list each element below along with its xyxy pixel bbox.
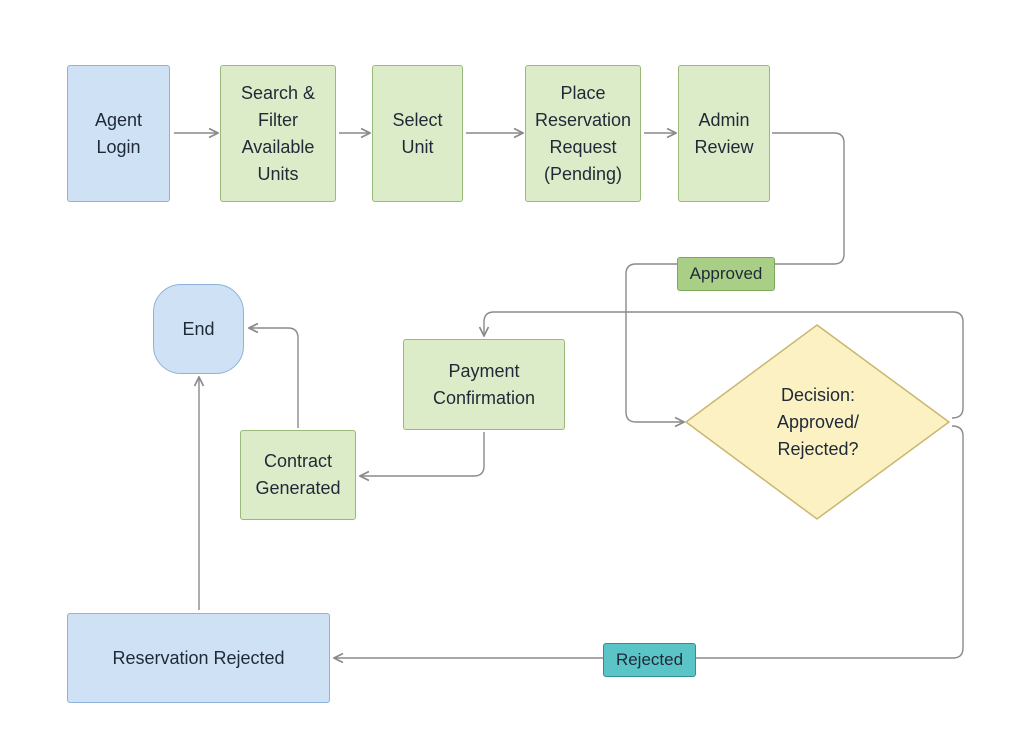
payment-confirmation-node: Payment Confirmation xyxy=(403,339,565,430)
decision-label: Decision: Approved/ Rejected? xyxy=(730,370,906,474)
edge-contract-to-end xyxy=(249,328,299,428)
place-reservation-label: Place Reservation Request (Pending) xyxy=(534,82,632,184)
rejected-edge-label: Rejected xyxy=(603,643,696,677)
reservation-rejected-label: Reservation Rejected xyxy=(112,647,285,668)
decision-diamond xyxy=(684,324,951,520)
admin-review-node: Admin Review xyxy=(678,65,770,202)
payment-confirmation-label: Payment Confirmation xyxy=(432,360,536,408)
end-label: End xyxy=(182,318,215,339)
decision-label-text: Decision: Approved/ Rejected? xyxy=(776,384,860,459)
search-filter-label: Search & Filter Available Units xyxy=(240,82,316,184)
select-unit-label: Select Unit xyxy=(392,109,443,157)
search-filter-node: Search & Filter Available Units xyxy=(220,65,336,202)
contract-generated-node: Contract Generated xyxy=(240,430,356,520)
end-node: End xyxy=(153,284,244,374)
approved-edge-label-text: Approved xyxy=(689,264,763,283)
reservation-rejected-node: Reservation Rejected xyxy=(67,613,330,703)
admin-review-label: Admin Review xyxy=(694,109,754,157)
place-reservation-node: Place Reservation Request (Pending) xyxy=(525,65,641,202)
agent-login-label: Agent Login xyxy=(94,109,143,157)
edge-decision-to-rejected xyxy=(334,425,964,658)
approved-edge-label: Approved xyxy=(677,257,775,291)
edge-decision-to-payment xyxy=(484,311,964,419)
rejected-edge-label-text: Rejected xyxy=(615,650,684,669)
select-unit-node: Select Unit xyxy=(372,65,463,202)
contract-generated-label: Contract Generated xyxy=(255,451,341,498)
agent-login-node: Agent Login xyxy=(67,65,170,202)
edge-payment-to-contract xyxy=(360,432,485,476)
